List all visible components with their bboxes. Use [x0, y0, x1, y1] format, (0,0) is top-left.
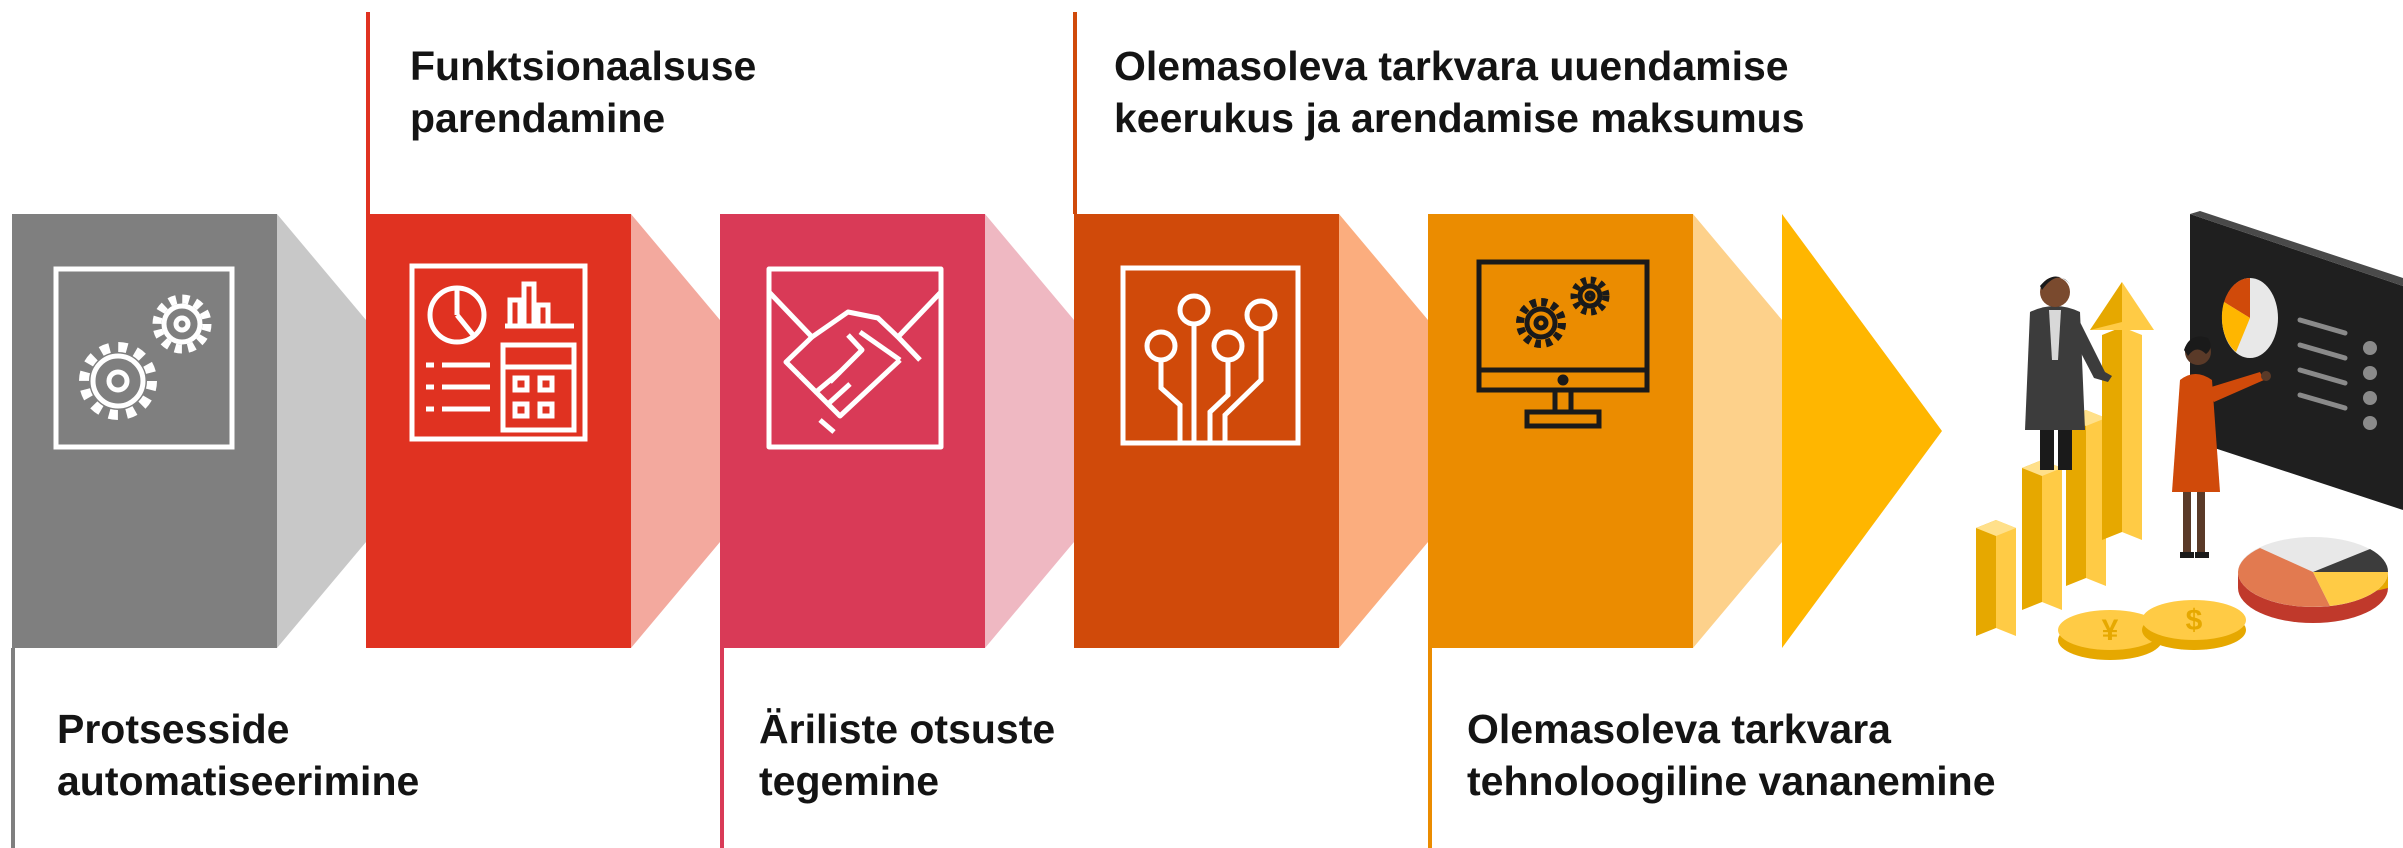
- woman-figure: [2172, 336, 2271, 558]
- connector-4: [1339, 214, 1428, 648]
- board-pie-chart: [2221, 277, 2278, 358]
- connector-5: [1693, 214, 1782, 648]
- marker-line-vananemine: [1428, 648, 1432, 848]
- dashboard-report-icon: [409, 263, 588, 442]
- label-ariliste-line-2: tegemine: [759, 758, 939, 804]
- business-growth-illustration: ¥ $: [1976, 211, 2403, 660]
- handshake-icon: [766, 266, 944, 450]
- label-funktsionaalsuse-line-1: Funktsionaalsuse: [410, 43, 757, 89]
- label-ariliste-line-1: Äriliste otsuste: [759, 706, 1056, 752]
- board-list-lines: [2297, 317, 2348, 411]
- gears-icon: [53, 266, 235, 450]
- monitor-gears-icon: [1476, 259, 1650, 429]
- svg-text:¥: ¥: [2102, 614, 2119, 647]
- block-funktsionaalsuse: [366, 214, 631, 648]
- label-uuendamise: Olemasoleva tarkvara uuendamise keerukus…: [1114, 40, 1805, 144]
- label-uuendamise-line-2: keerukus ja arendamise maksumus: [1114, 95, 1805, 141]
- dollar-coin: $: [2142, 600, 2246, 650]
- label-funktsionaalsuse-line-2: parendamine: [410, 95, 666, 141]
- marker-line-uuendamise: [1073, 12, 1077, 214]
- block-uuendamise: [1074, 214, 1339, 648]
- block-protsesside: [12, 214, 277, 648]
- marker-line-ariliste: [720, 648, 724, 848]
- connector-2: [631, 214, 720, 648]
- pie-chart-3d: [2238, 537, 2389, 623]
- label-vananemine-line-1: Olemasoleva tarkvara: [1467, 706, 1891, 752]
- svg-text:$: $: [2186, 604, 2203, 637]
- block-ariliste: [720, 214, 985, 648]
- final-arrow: [1782, 214, 1942, 648]
- man-figure: [2025, 276, 2112, 470]
- label-uuendamise-line-1: Olemasoleva tarkvara uuendamise: [1114, 43, 1789, 89]
- label-vananemine-line-2: tehnoloogiline vananemine: [1467, 758, 1996, 804]
- label-vananemine: Olemasoleva tarkvara tehnoloogiline vana…: [1467, 703, 1996, 807]
- circuit-icon: [1120, 265, 1301, 446]
- block-vananemine: [1428, 214, 1693, 648]
- connector-1: [277, 214, 366, 648]
- label-ariliste: Äriliste otsuste tegemine: [759, 703, 1055, 807]
- yen-coin: ¥: [2058, 610, 2162, 660]
- presentation-board: [2190, 214, 2403, 510]
- label-protsesside: Protsesside automatiseerimine: [57, 703, 419, 807]
- label-funktsionaalsuse: Funktsionaalsuse parendamine: [410, 40, 756, 144]
- marker-line-protsesside: [11, 648, 15, 848]
- label-protsesside-line-1: Protsesside: [57, 706, 290, 752]
- label-protsesside-line-2: automatiseerimine: [57, 758, 420, 804]
- marker-line-funktsionaalsuse: [366, 12, 370, 214]
- connector-3: [985, 214, 1074, 648]
- board-dots: [2363, 341, 2377, 430]
